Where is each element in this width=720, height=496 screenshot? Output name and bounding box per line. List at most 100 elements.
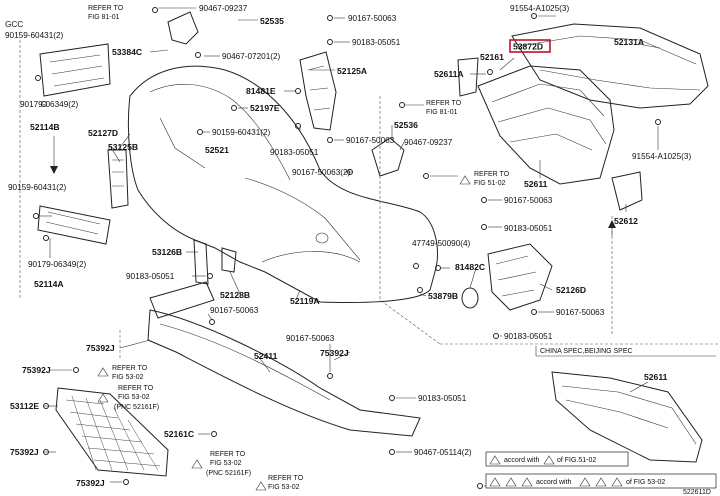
refer-note-53-02-b-line1: REFER TO bbox=[118, 385, 154, 392]
label-75392j-c: 75392J bbox=[22, 365, 51, 375]
refer-note-81-01-a-line1: REFER TO bbox=[88, 5, 124, 12]
label-90179-06349-b: 90179-06349(2) bbox=[28, 260, 87, 269]
label-90467-09237: 90467-09237 bbox=[199, 4, 248, 13]
refer-note-53-02-a-line2: FIG 53-02 bbox=[112, 374, 144, 381]
label-90167-50063-b: 90167-50063 bbox=[346, 136, 395, 145]
label-90159-60431-a: 90159-60431(2) bbox=[5, 31, 64, 40]
legend-row-2-box bbox=[485, 473, 717, 489]
label-52521: 52521 bbox=[205, 145, 229, 155]
label-90167-50063-e: 90167-50063 bbox=[556, 308, 605, 317]
legend-triangle-1a bbox=[489, 455, 501, 465]
label-52536: 52536 bbox=[394, 120, 418, 130]
label-52128b: 52128B bbox=[220, 290, 250, 300]
label-53126b: 53126B bbox=[152, 247, 182, 257]
label-75392j-a: 75392J bbox=[86, 343, 115, 353]
refer-note-51-02-line2: FIG 51-02 bbox=[474, 180, 506, 187]
note-triangle-53-02-a bbox=[97, 367, 109, 377]
direction-arrows bbox=[50, 136, 616, 236]
legend-row-1-text-b: of FIG.51-02 bbox=[557, 457, 596, 464]
label-53384c: 53384C bbox=[112, 47, 142, 57]
corner-label: GCC bbox=[5, 20, 23, 29]
legend-row-1-box bbox=[485, 451, 629, 467]
label-53112e: 53112E bbox=[10, 401, 39, 411]
upper-bracket-part[interactable] bbox=[167, 11, 199, 45]
label-52161c: 52161C bbox=[164, 429, 194, 439]
label-52611a: 52611A bbox=[434, 69, 464, 79]
label-91554-a1025-b: 91554-A1025(3) bbox=[632, 152, 691, 161]
legend-triangle-1b bbox=[543, 455, 555, 465]
label-47749-50090: 47749-50090(4) bbox=[412, 239, 471, 248]
guide-lines bbox=[19, 40, 720, 360]
label-90467-07201: 90467-07201(2) bbox=[222, 52, 281, 61]
label-90167-50063-a: 90167-50063 bbox=[348, 14, 397, 23]
legend-triangle-2b bbox=[505, 477, 517, 487]
bumper-cover-part[interactable] bbox=[127, 65, 438, 303]
label-91554-a1025-a: 91554-A1025(3) bbox=[510, 4, 569, 13]
side-retainer-part[interactable] bbox=[299, 51, 337, 131]
china-spec-frame bbox=[535, 346, 716, 357]
legend-triangle-2e bbox=[595, 477, 607, 487]
lower-spoiler-part[interactable] bbox=[147, 309, 421, 437]
label-81482c: 81482C bbox=[455, 262, 485, 272]
label-52611-china: 52611 bbox=[644, 372, 668, 382]
lower-grille-part[interactable] bbox=[55, 387, 169, 477]
note-triangle-53-02-c bbox=[191, 459, 203, 469]
label-52114b: 52114B bbox=[30, 122, 60, 132]
label-52126d: 52126D bbox=[556, 285, 586, 295]
label-90179-06349-a: 90179-06349(2) bbox=[20, 100, 79, 109]
refer-note-53-02-d-line1: REFER TO bbox=[268, 475, 304, 482]
label-52114a: 52114A bbox=[34, 279, 64, 289]
refer-note-81-01-b-line1: REFER TO bbox=[426, 100, 462, 107]
label-90183-05051-c: 90183-05051 bbox=[504, 224, 553, 233]
diagram-code: 522611D bbox=[683, 489, 711, 496]
refer-note-53-02-d-line2: FIG 53-02 bbox=[268, 484, 300, 491]
label-75392j-e: 75392J bbox=[76, 478, 105, 488]
lower-strip-part[interactable] bbox=[149, 239, 237, 319]
absorber-side-part[interactable] bbox=[457, 57, 479, 97]
refer-note-53-02-b-line2: FIG 53-02 bbox=[118, 394, 150, 401]
label-52197e: 52197E bbox=[250, 103, 280, 113]
license-bracket-part[interactable] bbox=[39, 43, 111, 97]
label-90167-50063-c: 90167-50063(2) bbox=[292, 168, 351, 177]
label-52125a: 52125A bbox=[337, 66, 367, 76]
legend: accord with of FIG.51-02 accord with of … bbox=[485, 451, 717, 489]
label-90167-50063-f: 90167-50063 bbox=[210, 306, 259, 315]
bracket-52536-part[interactable] bbox=[371, 137, 405, 177]
note-triangle-53-02-d bbox=[255, 481, 267, 491]
leader-lines bbox=[40, 7, 661, 487]
refer-note-53-02-c-line2: FIG 53-02 bbox=[210, 460, 242, 467]
legend-row-2-text-a: accord with bbox=[536, 479, 572, 486]
refer-note-81-01-a-line2: FIG 81-01 bbox=[88, 14, 120, 21]
china-spec-absorber-part[interactable] bbox=[551, 371, 703, 463]
legend-triangle-2a bbox=[489, 477, 501, 487]
side-retainer-52126d-part[interactable] bbox=[487, 243, 553, 311]
label-90183-05051-d: 90183-05051 bbox=[126, 272, 175, 281]
label-52127d: 52127D bbox=[88, 128, 118, 138]
energy-absorber-part[interactable] bbox=[477, 65, 615, 185]
bumper-reinforcement-part[interactable] bbox=[511, 23, 709, 109]
label-75392j-d: 75392J bbox=[10, 447, 39, 457]
fog-ring-part[interactable] bbox=[461, 287, 479, 309]
refer-note-53-02-c-line3: (PNC 52161F) bbox=[206, 470, 251, 477]
label-81481e: 81481E bbox=[246, 86, 276, 96]
refer-note-53-02-c-line1: REFER TO bbox=[210, 451, 246, 458]
grille-bracket-part[interactable] bbox=[107, 149, 129, 209]
absorber-52612-part[interactable] bbox=[611, 171, 643, 211]
china-spec-note: CHINA SPEC,BEIJING SPEC bbox=[540, 348, 633, 355]
note-triangle-53-02-b bbox=[97, 393, 109, 403]
refer-note-51-02-line1: REFER TO bbox=[474, 171, 510, 178]
label-53872d[interactable]: 53872D bbox=[513, 42, 543, 52]
label-90167-50063-d: 90167-50063 bbox=[504, 196, 553, 205]
label-53125b: 53125B bbox=[108, 142, 138, 152]
label-52161: 52161 bbox=[480, 52, 504, 62]
label-52611: 52611 bbox=[524, 179, 548, 189]
legend-triangle-2d bbox=[579, 477, 591, 487]
note-triangle-51-02 bbox=[459, 175, 471, 185]
label-90159-60431-b: 90159-60431(2) bbox=[212, 128, 271, 137]
label-52612: 52612 bbox=[614, 216, 638, 226]
highlight-box-53872d bbox=[509, 39, 551, 53]
label-90183-05051-b: 90183-05051 bbox=[270, 148, 319, 157]
plate-bracket-part[interactable] bbox=[37, 205, 111, 245]
label-90467-05114: 90467-05114(2) bbox=[414, 448, 472, 457]
